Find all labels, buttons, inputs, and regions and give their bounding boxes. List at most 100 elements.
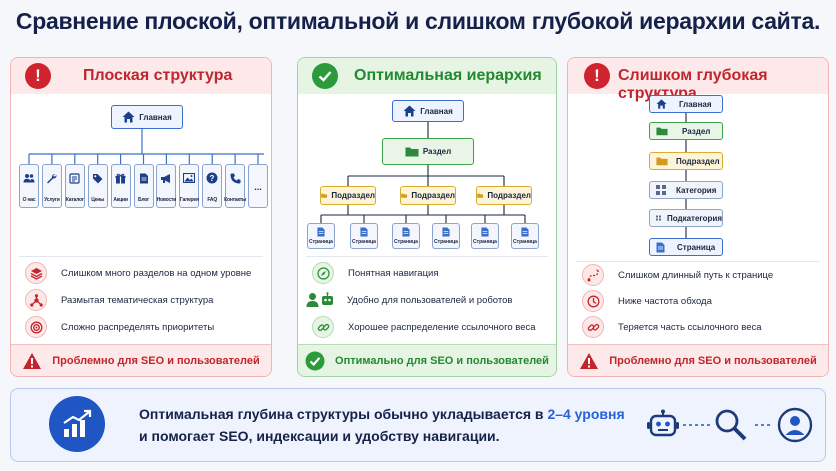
flat-section-node: Цены (87, 164, 108, 208)
flat-section-label: Услуги (44, 197, 60, 203)
divider (19, 256, 263, 257)
flat-verdict: Проблемно для SEO и пользователей (11, 344, 271, 376)
flat-feature-2: Размытая тематическая структура (25, 289, 213, 311)
page-icon (521, 227, 529, 237)
optimal-subsection-label: Подраздел (331, 191, 375, 200)
optimal-subsection-node-2: Подраздел (400, 186, 456, 205)
deep-level-label: Главная (679, 99, 712, 109)
flat-section-label: FAQ (207, 197, 218, 203)
optimal-hierarchy-panel: Оптимальная иерархия Главная Раздел (297, 57, 557, 377)
deep-feature-2: Ниже частота обхода (582, 290, 712, 312)
home-icon (656, 99, 667, 109)
flat-section-label: Цены (91, 197, 105, 203)
deep-verdict-text: Проблемно для SEO и пользователей (609, 354, 817, 367)
deep-verdict: Проблемно для SEO и пользователей (568, 344, 828, 376)
deep-level-2-node: Раздел (649, 122, 723, 140)
optimal-page-label: Страница (309, 239, 333, 245)
flat-section-label: Каталог (65, 197, 84, 203)
deep-level-4-node: Категория (649, 181, 723, 199)
page-icon (481, 227, 489, 237)
flat-feature-1-text: Слишком много разделов на одном уровне (61, 267, 252, 279)
flat-connectors (28, 129, 264, 164)
magnifier-icon (713, 407, 749, 443)
warning-icon (580, 352, 599, 369)
deep-feature-1: Слишком длинный путь к странице (582, 264, 773, 286)
deep-level-1-node: Главная (649, 95, 723, 113)
summary-banner: Оптимальная глубина структуры обычно укл… (10, 388, 826, 462)
divider (306, 256, 548, 257)
page-icon (360, 227, 368, 237)
optimal-page-label: Страница (434, 239, 458, 245)
layers-icon (25, 262, 47, 284)
flat-panel-header: ! Плоская структура (11, 58, 271, 94)
optimal-page-node: Страница (471, 223, 499, 249)
summary-line-1-prefix: Оптимальная глубина структуры обычно укл… (139, 406, 544, 422)
robot-icon (645, 407, 681, 443)
growth-chart-icon (49, 396, 105, 452)
flat-section-label: Блог (137, 197, 150, 203)
optimal-feature-3-text: Хорошее распределение ссылочного веса (348, 321, 536, 333)
optimal-feature-3: Хорошее распределение ссылочного веса (312, 316, 536, 338)
page-icon (656, 242, 665, 252)
optimal-page-node: Страница (392, 223, 420, 249)
optimal-subsection-label: Подраздел (487, 191, 531, 200)
image-icon (183, 171, 196, 185)
phone-icon (230, 171, 241, 185)
deep-level-6-node: Страница (649, 238, 723, 256)
deep-structure-panel: ! Слишком глубокая структура Главная Раз… (567, 57, 829, 377)
gift-icon (115, 171, 126, 185)
deep-level-label: Подкатегория (666, 213, 722, 223)
home-icon (122, 111, 135, 123)
deep-level-5-node: Подкатегория (649, 209, 723, 227)
optimal-page-label: Страница (473, 239, 497, 245)
flat-section-node: ? FAQ (202, 164, 223, 208)
folder-icon (401, 193, 408, 198)
flat-section-label: Галерея (179, 197, 199, 203)
deep-feature-3-text: Теряется часть ссылочного веса (618, 321, 762, 333)
flat-section-node: Каталог (64, 164, 85, 208)
optimal-page-label: Страница (352, 239, 376, 245)
more-icon: ... (254, 182, 262, 192)
network-icon (25, 289, 47, 311)
grid-icon (656, 185, 666, 195)
optimal-verdict: Оптимально для SEO и пользователей (298, 344, 556, 376)
optimal-page-node: Страница (511, 223, 539, 249)
summary-flow-connectors (683, 424, 773, 426)
catalog-icon (69, 171, 80, 185)
flat-section-node: Контакты (224, 164, 246, 208)
check-icon (312, 63, 338, 89)
exclamation-icon: ! (25, 63, 51, 89)
people-icon (23, 171, 35, 185)
summary-highlight: 2–4 уровня (547, 406, 625, 422)
folder-icon (656, 157, 668, 166)
divider (576, 261, 820, 262)
page-icon (317, 227, 325, 237)
broken-link-icon (582, 316, 604, 338)
summary-line-1: Оптимальная глубина структуры обычно укл… (139, 403, 625, 425)
optimal-panel-title: Оптимальная иерархия (354, 67, 542, 84)
warning-icon (23, 352, 42, 369)
flat-root-node: Главная (111, 105, 183, 129)
deep-level-label: Категория (676, 185, 717, 195)
flat-root-label: Главная (139, 112, 172, 122)
flat-section-node: О нас (19, 164, 39, 208)
optimal-root-node: Главная (392, 100, 464, 122)
optimal-verdict-text: Оптимально для SEO и пользователей (335, 354, 549, 367)
target-icon (25, 316, 47, 338)
flat-panel-title: Плоская структура (83, 67, 233, 84)
summary-text: Оптимальная глубина структуры обычно укл… (139, 403, 625, 447)
user-robot-icon (306, 292, 335, 308)
deep-connectors (685, 113, 687, 238)
flat-verdict-text: Проблемно для SEO и пользователей (52, 354, 260, 367)
document-icon (139, 171, 149, 185)
question-icon: ? (206, 171, 218, 185)
optimal-feature-1-text: Понятная навигация (348, 267, 439, 279)
optimal-root-label: Главная (420, 106, 453, 116)
deep-level-3-node: Подраздел (649, 152, 723, 170)
flat-feature-3: Сложно распределять приоритеты (25, 316, 214, 338)
page-title: Сравнение плоской, оптимальной и слишком… (15, 8, 821, 34)
deep-level-label: Страница (677, 242, 716, 252)
flat-section-node: Новости (156, 164, 177, 208)
megaphone-icon (160, 171, 172, 185)
